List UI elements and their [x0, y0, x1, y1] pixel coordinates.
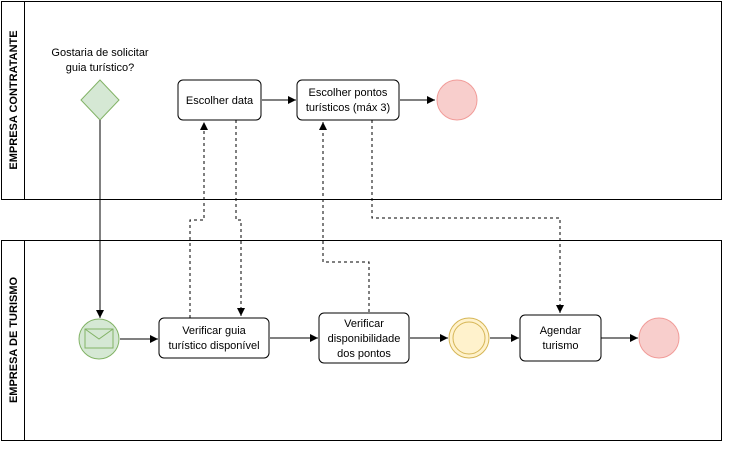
envelope-icon — [84, 328, 114, 349]
task-verificar-disp-line2: disponibilidade — [328, 333, 401, 345]
task-agendar-line1: Agendar — [540, 325, 582, 337]
message-start-event[interactable] — [78, 318, 120, 360]
gateway-question-line1: Gostaria de solicitar — [51, 47, 149, 59]
message-data-to-guia — [235, 120, 245, 316]
task-agendar-turismo[interactable]: Agendar turismo — [519, 314, 602, 362]
end-event-turismo[interactable] — [638, 317, 680, 359]
task-escolher-pontos[interactable]: Escolher pontos turísticos (máx 3) — [296, 79, 400, 121]
task-verificar-disp-line1: Verificar — [344, 318, 384, 330]
pool-label-turismo: EMPRESA DE TURISMO — [8, 277, 20, 404]
task-verificar-guia-line2: turístico disponível — [168, 340, 259, 352]
task-agendar-line2: turismo — [542, 340, 578, 352]
task-escolher-pontos-line2: turísticos (máx 3) — [306, 102, 390, 114]
message-guia-to-data — [189, 122, 208, 318]
gateway-question-line2: guia turístico? — [66, 62, 134, 74]
task-verificar-guia[interactable]: Verificar guia turístico disponível — [158, 317, 270, 359]
pool-label-contratante: EMPRESA CONTRATANTE — [8, 30, 20, 169]
task-escolher-data-label: Escolher data — [186, 95, 254, 107]
intermediate-event[interactable] — [448, 317, 490, 359]
task-escolher-data[interactable]: Escolher data — [177, 79, 262, 121]
task-escolher-pontos-line1: Escolher pontos — [309, 87, 388, 99]
task-verificar-guia-line1: Verificar guia — [182, 325, 246, 337]
task-verificar-disp-line3: dos pontos — [337, 348, 391, 360]
task-verificar-disponibilidade[interactable]: Verificar disponibilidade dos pontos — [318, 312, 410, 364]
message-pontos-to-agendar — [371, 120, 564, 313]
message-disp-to-pontos — [319, 122, 370, 312]
end-event-contratante[interactable] — [436, 79, 478, 121]
